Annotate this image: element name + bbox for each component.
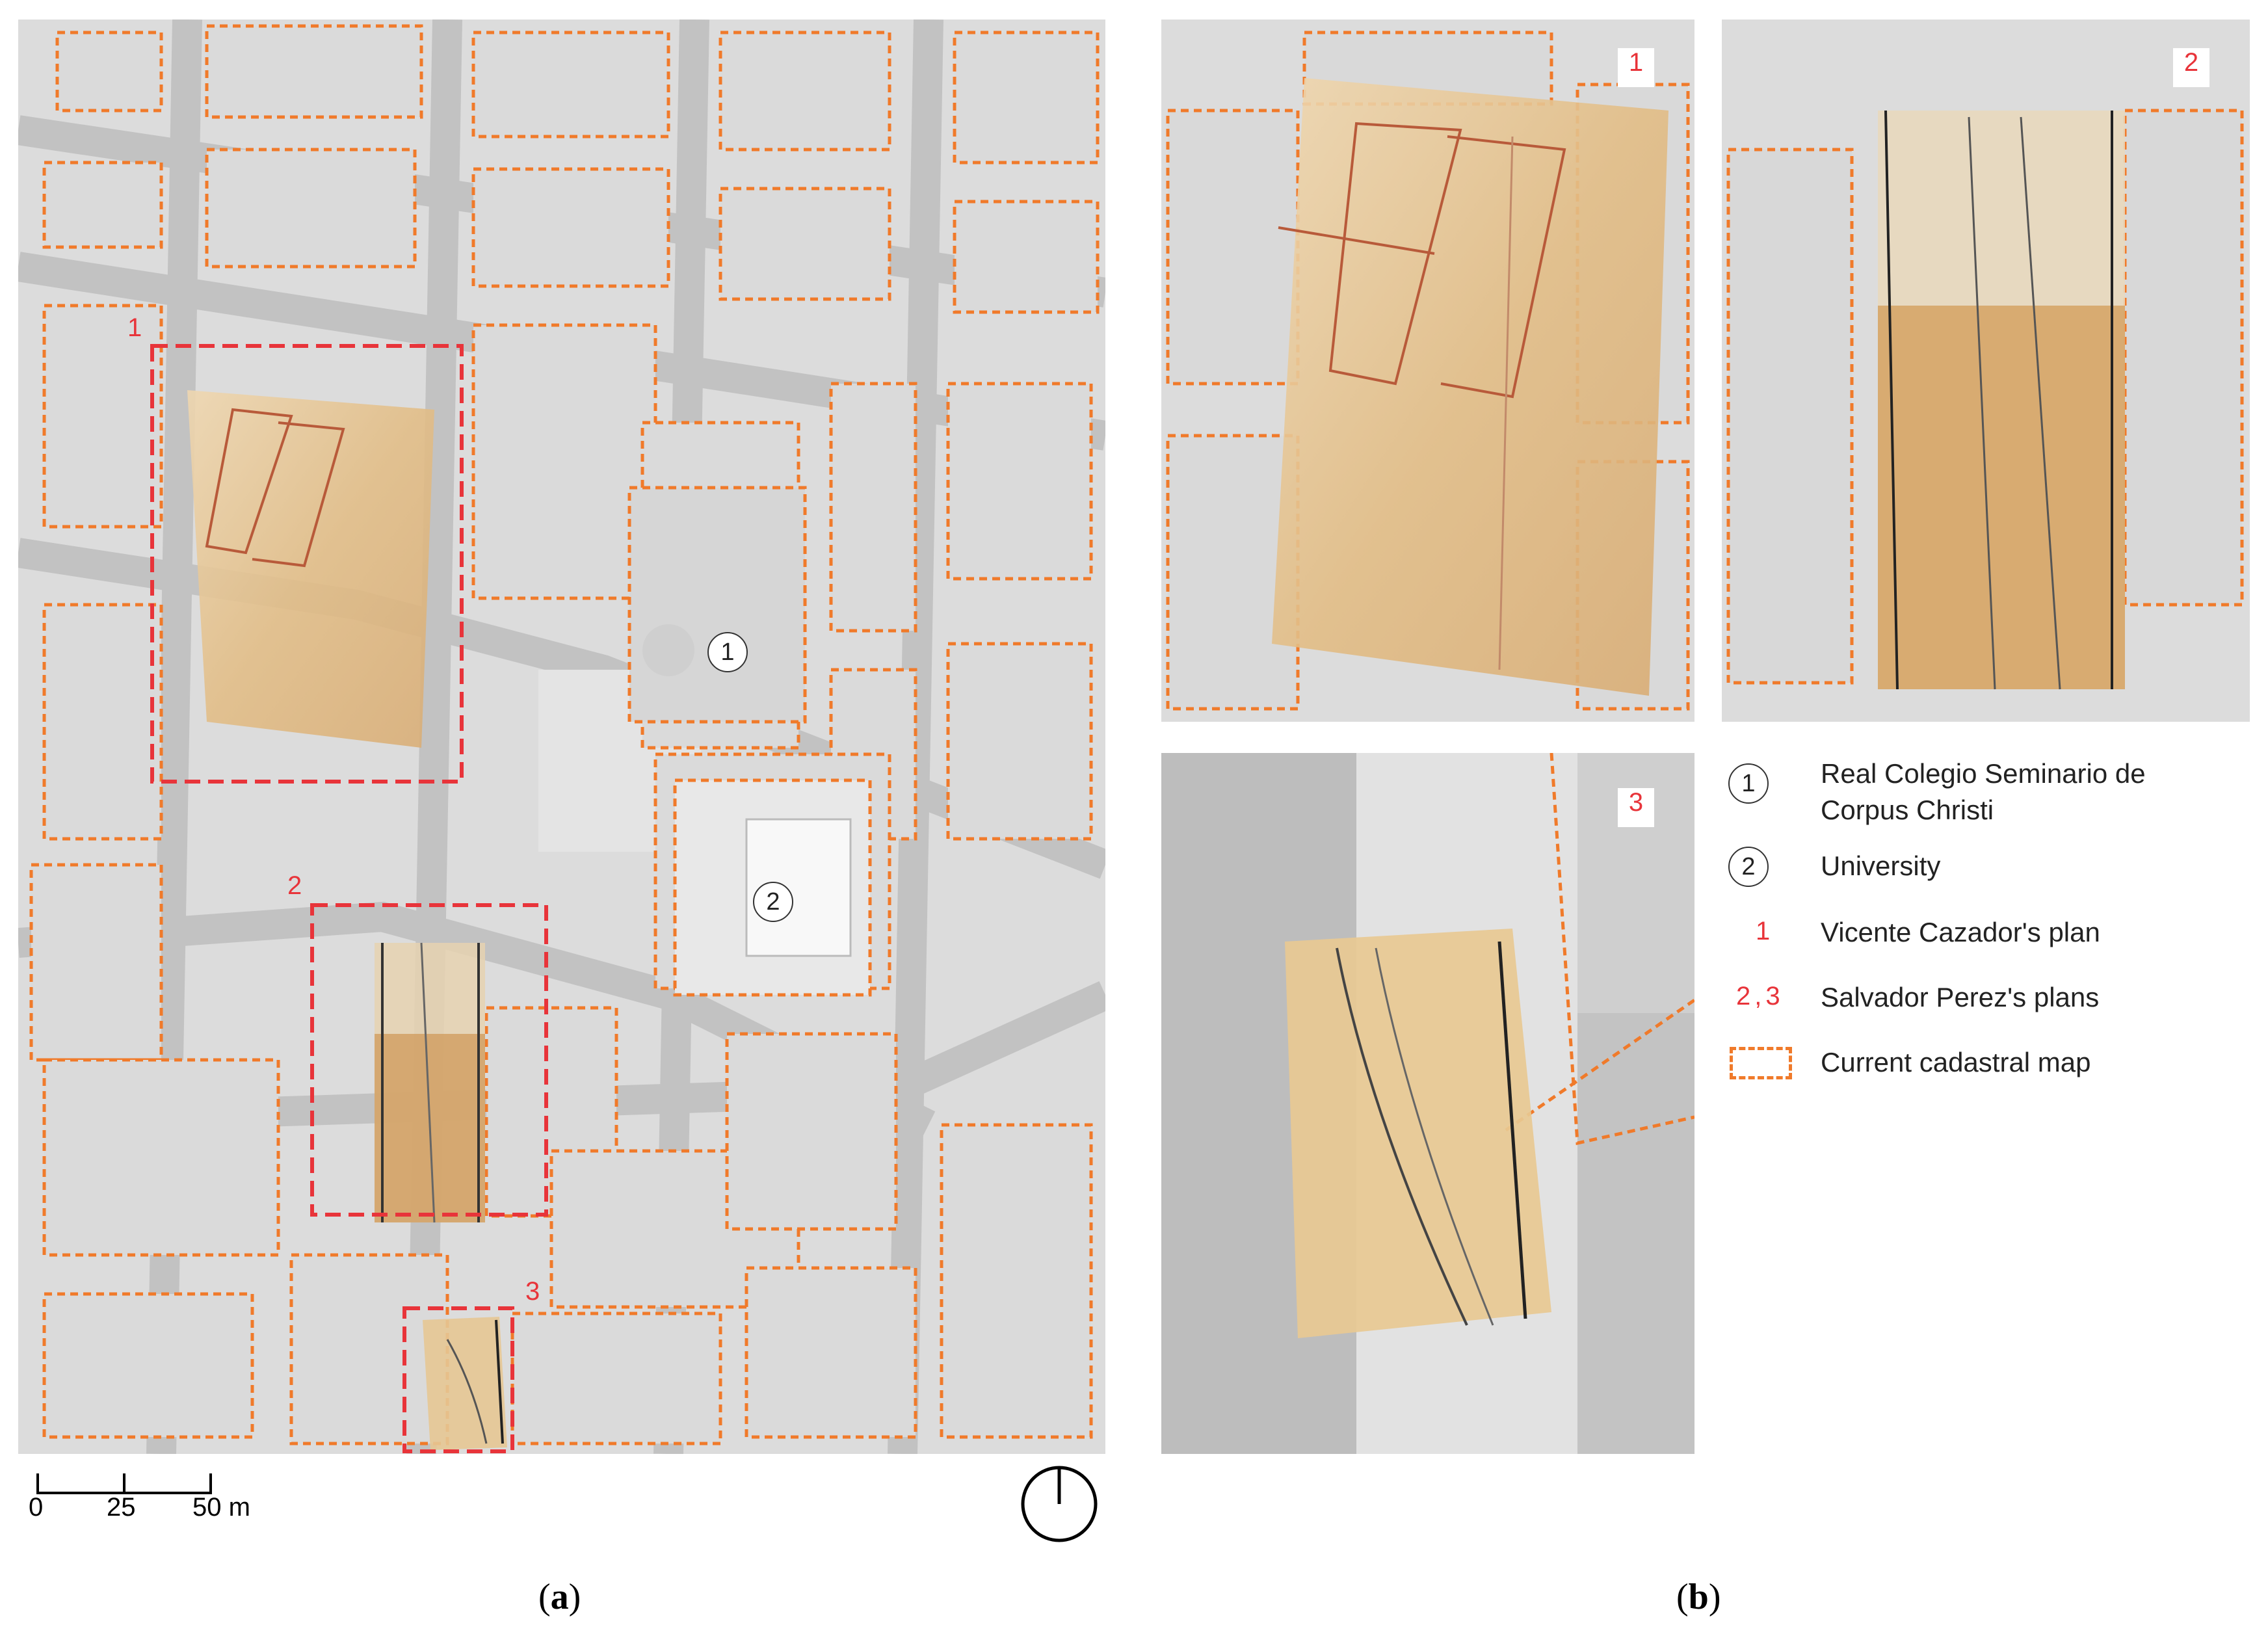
plan-frame-2	[310, 903, 548, 1217]
inset-2-svg	[1726, 109, 2244, 690]
plan-overlay-1	[187, 390, 434, 748]
cadastral-blocks	[29, 24, 1100, 1445]
plan-overlay-2	[375, 942, 485, 1223]
north-arrow-graphic	[1021, 1466, 1098, 1542]
scale-tick-0: 0	[29, 1493, 44, 1522]
legend-symbol-dashed-box	[1730, 1047, 1792, 1079]
plan-overlay-3	[423, 1317, 507, 1450]
plan-frame-1	[150, 344, 464, 784]
legend-text-seminario-line2: Corpus Christi	[1821, 795, 1994, 825]
inset-1-svg	[1166, 31, 1690, 711]
caption-a: (a)	[538, 1577, 581, 1617]
caption-b: (b)	[1676, 1577, 1721, 1617]
seminario-block	[627, 486, 807, 724]
plan-frame-3	[402, 1306, 514, 1453]
scale-bar: 0 25 50 m	[29, 1471, 250, 1522]
plan-frame-label-3: 3	[525, 1277, 540, 1306]
inset-panel-3[interactable]: 3	[1161, 753, 1694, 1454]
legend-symbol-circle-2: 2	[1728, 847, 1769, 887]
inset-3-svg	[1161, 753, 1694, 1454]
legend-symbol-red-23: 2,3	[1736, 982, 1784, 1010]
legend-text-vicente: Vicente Cazador's plan	[1821, 917, 2100, 947]
legend-symbol-red-1: 1	[1756, 917, 1771, 945]
plan-frame-label-1: 1	[127, 313, 142, 342]
inset-3-number: 3	[1618, 788, 1654, 827]
scale-tick-50m: 50 m	[192, 1493, 250, 1522]
main-map-svg	[18, 20, 1105, 1454]
main-map-panel[interactable]: 1 2 3 1 2	[18, 20, 1105, 1454]
legend-text-cadastral: Current cadastral map	[1821, 1047, 2091, 1077]
inset-1-number: 1	[1618, 48, 1654, 87]
legend-symbol-circle-1: 1	[1728, 763, 1769, 804]
inset-panel-2[interactable]: 2	[1722, 20, 2250, 722]
legend-text-university: University	[1821, 851, 1941, 881]
inset-panel-1[interactable]: 1	[1161, 20, 1694, 722]
legend-text-salvador: Salvador Perez's plans	[1821, 982, 2100, 1012]
legend-text-seminario-line1: Real Colegio Seminario de	[1821, 758, 2146, 789]
scale-tick-25: 25	[107, 1493, 136, 1522]
landmark-marker-university[interactable]: 2	[753, 882, 793, 922]
inset-2-number: 2	[2173, 48, 2209, 87]
scale-bar-graphic	[36, 1473, 212, 1494]
landmark-marker-seminario[interactable]: 1	[707, 632, 748, 672]
plan-frame-label-2: 2	[287, 871, 302, 900]
seminario-dome	[642, 624, 694, 676]
north-arrow-icon	[1020, 1464, 1099, 1544]
